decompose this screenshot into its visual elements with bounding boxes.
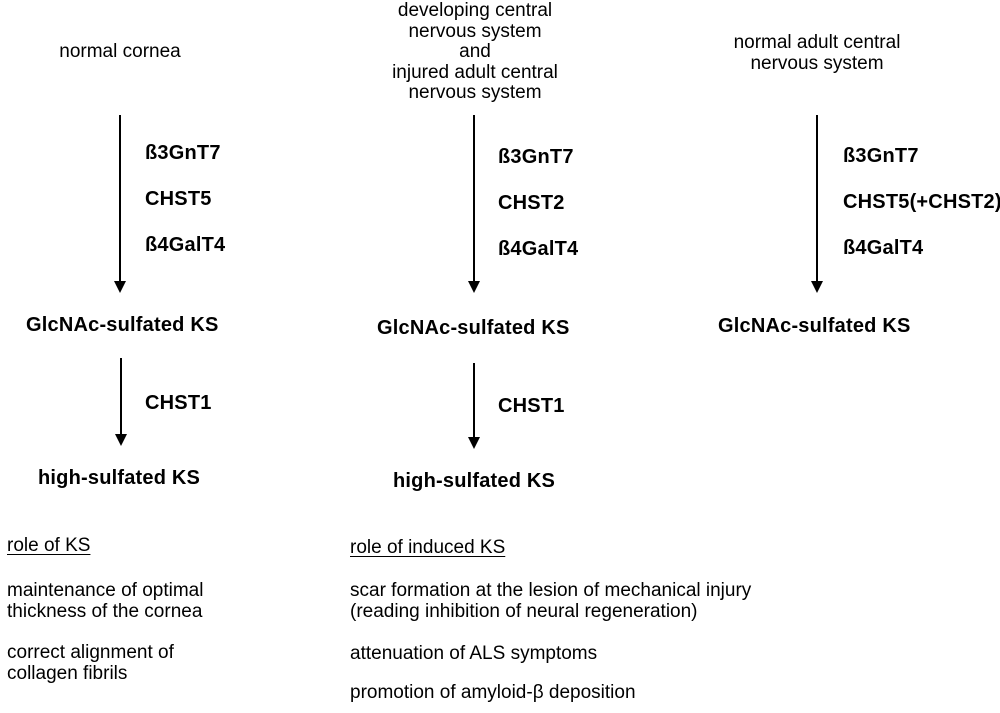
enzyme-label-chst5: CHST5 — [145, 188, 212, 210]
enzyme-label-chst1-cns: CHST1 — [498, 395, 565, 417]
tissue-label-line: nervous system — [408, 82, 542, 103]
role-item-cornea-2: correct alignment of collagen fibrils — [7, 642, 174, 684]
role-line: collagen fibrils — [7, 663, 128, 684]
arrow-shaft — [473, 115, 475, 281]
tissue-label-line: nervous system — [750, 52, 884, 74]
role-heading-induced-ks: role of induced KS — [350, 537, 506, 558]
tissue-label-line: developing central — [397, 0, 553, 21]
tissue-label-line: nervous system — [408, 20, 542, 42]
glcnac-sulfated-ks-label-cns: GlcNAc-sulfated KS — [377, 317, 570, 339]
arrow-shaft — [816, 115, 818, 281]
arrow-shaft — [473, 363, 475, 437]
tissue-label-normal-adult-cns: normal adult central nervous system — [697, 32, 937, 74]
role-item-cns-2: attenuation of ALS symptoms — [350, 643, 598, 664]
down-arrow-icon-step2-cns — [467, 363, 481, 449]
role-line: scar formation at the lesion of mechanic… — [350, 580, 752, 601]
down-arrow-icon-step1-cns — [467, 115, 481, 293]
down-arrow-icon-step1-cornea — [113, 115, 127, 293]
arrow-head — [113, 281, 126, 293]
enzyme-label-b4galt4: ß4GalT4 — [843, 237, 924, 259]
role-line: (reading inhibition of neural regenerati… — [350, 601, 698, 622]
high-sulfated-ks-label-cns: high-sulfated KS — [393, 470, 556, 492]
tissue-label-normal-cornea: normal cornea — [0, 41, 240, 63]
high-sulfated-ks-label-cornea: high-sulfated KS — [38, 467, 201, 489]
enzyme-label-chst5-chst2: CHST5(+CHST2) — [843, 191, 1000, 213]
down-arrow-icon-step1-adult-cns — [810, 115, 824, 293]
role-heading-cornea: role of KS — [7, 535, 91, 556]
tissue-label-line: and — [459, 41, 491, 62]
enzyme-label-b3gnt7: ß3GnT7 — [145, 142, 221, 164]
glcnac-sulfated-ks-label-cornea: GlcNAc-sulfated KS — [26, 314, 219, 336]
enzyme-label-chst1-cornea: CHST1 — [145, 392, 212, 414]
glcnac-sulfated-ks-label-adult-cns: GlcNAc-sulfated KS — [718, 315, 911, 337]
arrow-head — [810, 281, 823, 293]
arrow-shaft — [120, 358, 122, 434]
tissue-label-line: injured adult central — [392, 61, 558, 83]
tissue-label-line: normal cornea — [59, 41, 181, 62]
role-line: thickness of the cornea — [7, 601, 203, 622]
role-item-cns-3: promotion of amyloid-β deposition — [350, 682, 636, 703]
enzyme-label-b3gnt7: ß3GnT7 — [843, 145, 919, 167]
tissue-label-line: normal adult central — [733, 32, 901, 53]
arrow-head — [467, 281, 480, 293]
down-arrow-icon-step2-cornea — [114, 358, 128, 446]
enzyme-label-chst2: CHST2 — [498, 192, 565, 214]
role-line: correct alignment of — [7, 642, 174, 663]
role-line: maintenance of optimal — [7, 580, 204, 601]
role-item-cns-1: scar formation at the lesion of mechanic… — [350, 580, 751, 622]
role-item-cornea-1: maintenance of optimal thickness of the … — [7, 580, 203, 622]
enzyme-label-b4galt4: ß4GalT4 — [145, 234, 226, 256]
enzyme-label-b3gnt7: ß3GnT7 — [498, 146, 574, 168]
arrow-shaft — [119, 115, 121, 281]
arrow-head — [467, 437, 480, 449]
enzyme-label-b4galt4: ß4GalT4 — [498, 238, 579, 260]
arrow-head — [114, 434, 127, 446]
tissue-label-developing-injured-cns: developing central nervous system and in… — [355, 0, 595, 104]
